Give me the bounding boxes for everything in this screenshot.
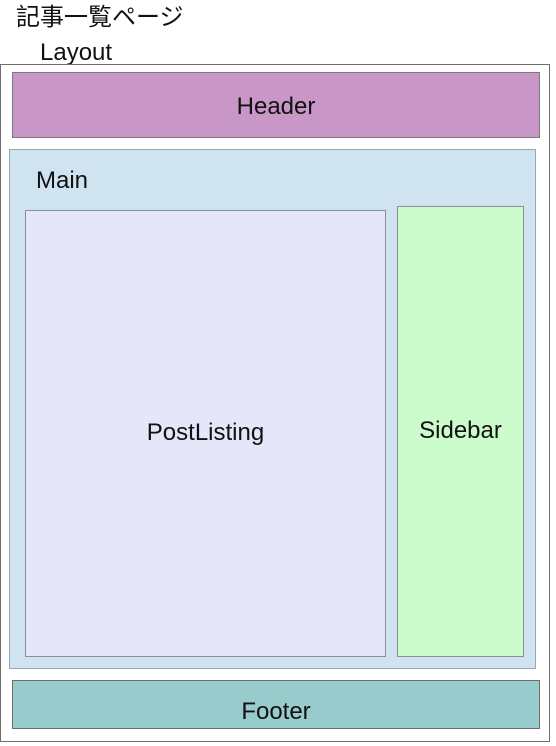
footer-region: Footer (12, 680, 540, 729)
post-listing-region: PostListing (25, 210, 386, 657)
layout-label: Layout (40, 39, 113, 66)
header-region: Header (12, 72, 540, 138)
header-label: Header (236, 93, 316, 120)
post-listing-label: PostListing (146, 419, 265, 446)
sidebar-region: Sidebar (397, 206, 524, 657)
page-title: 記事一覧ページ (16, 3, 184, 31)
footer-label: Footer (241, 698, 311, 725)
sidebar-label: Sidebar (419, 417, 502, 444)
main-label: Main (36, 167, 89, 194)
